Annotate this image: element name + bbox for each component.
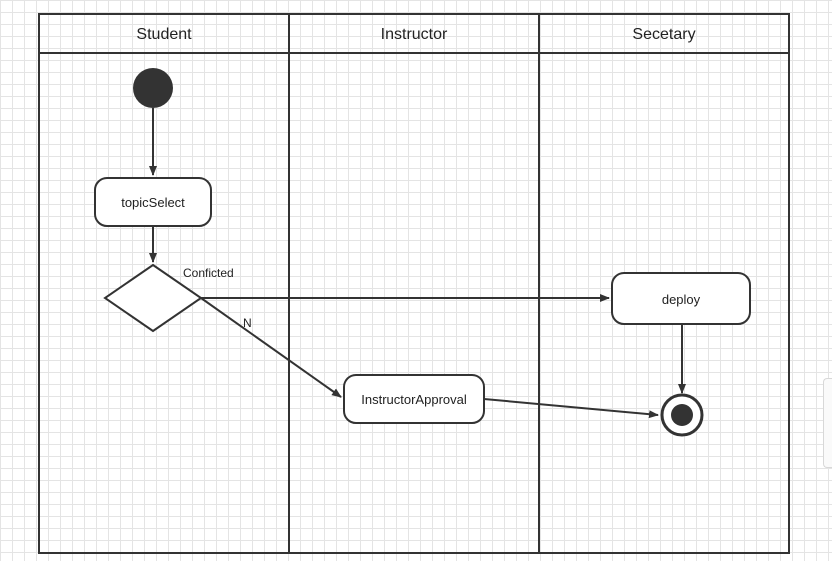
edge-decision-to-instructor-approval[interactable] [200, 297, 342, 398]
action-instructor-approval-box[interactable] [343, 374, 485, 424]
action-topic-select-box[interactable] [94, 177, 212, 227]
edge-label-no: N [243, 316, 252, 330]
swimlane-border [38, 13, 790, 554]
lane-title-secretary: Secetary [632, 26, 695, 43]
action-instructor-approval-label: InstructorApproval [361, 392, 467, 407]
side-panel-tab[interactable] [823, 378, 832, 468]
lane-title-student: Student [136, 26, 192, 43]
action-instructor-approval[interactable]: InstructorApproval [343, 374, 485, 424]
action-topic-select-label: topicSelect [121, 195, 185, 210]
action-topic-select[interactable]: topicSelect [94, 177, 212, 227]
lane-title-instructor: Instructor [381, 26, 448, 43]
action-deploy-label: deploy [662, 292, 701, 307]
start-node[interactable] [133, 68, 173, 108]
action-deploy-box[interactable] [611, 272, 751, 325]
action-deploy[interactable]: deploy [611, 272, 751, 325]
end-node-core[interactable] [671, 404, 693, 426]
end-node[interactable] [660, 393, 704, 437]
decision-node[interactable] [103, 263, 203, 333]
edge-approval-to-end[interactable] [483, 398, 659, 419]
swimlane-frame [38, 13, 790, 554]
edge-label-conflicted: Conficted [183, 266, 234, 280]
